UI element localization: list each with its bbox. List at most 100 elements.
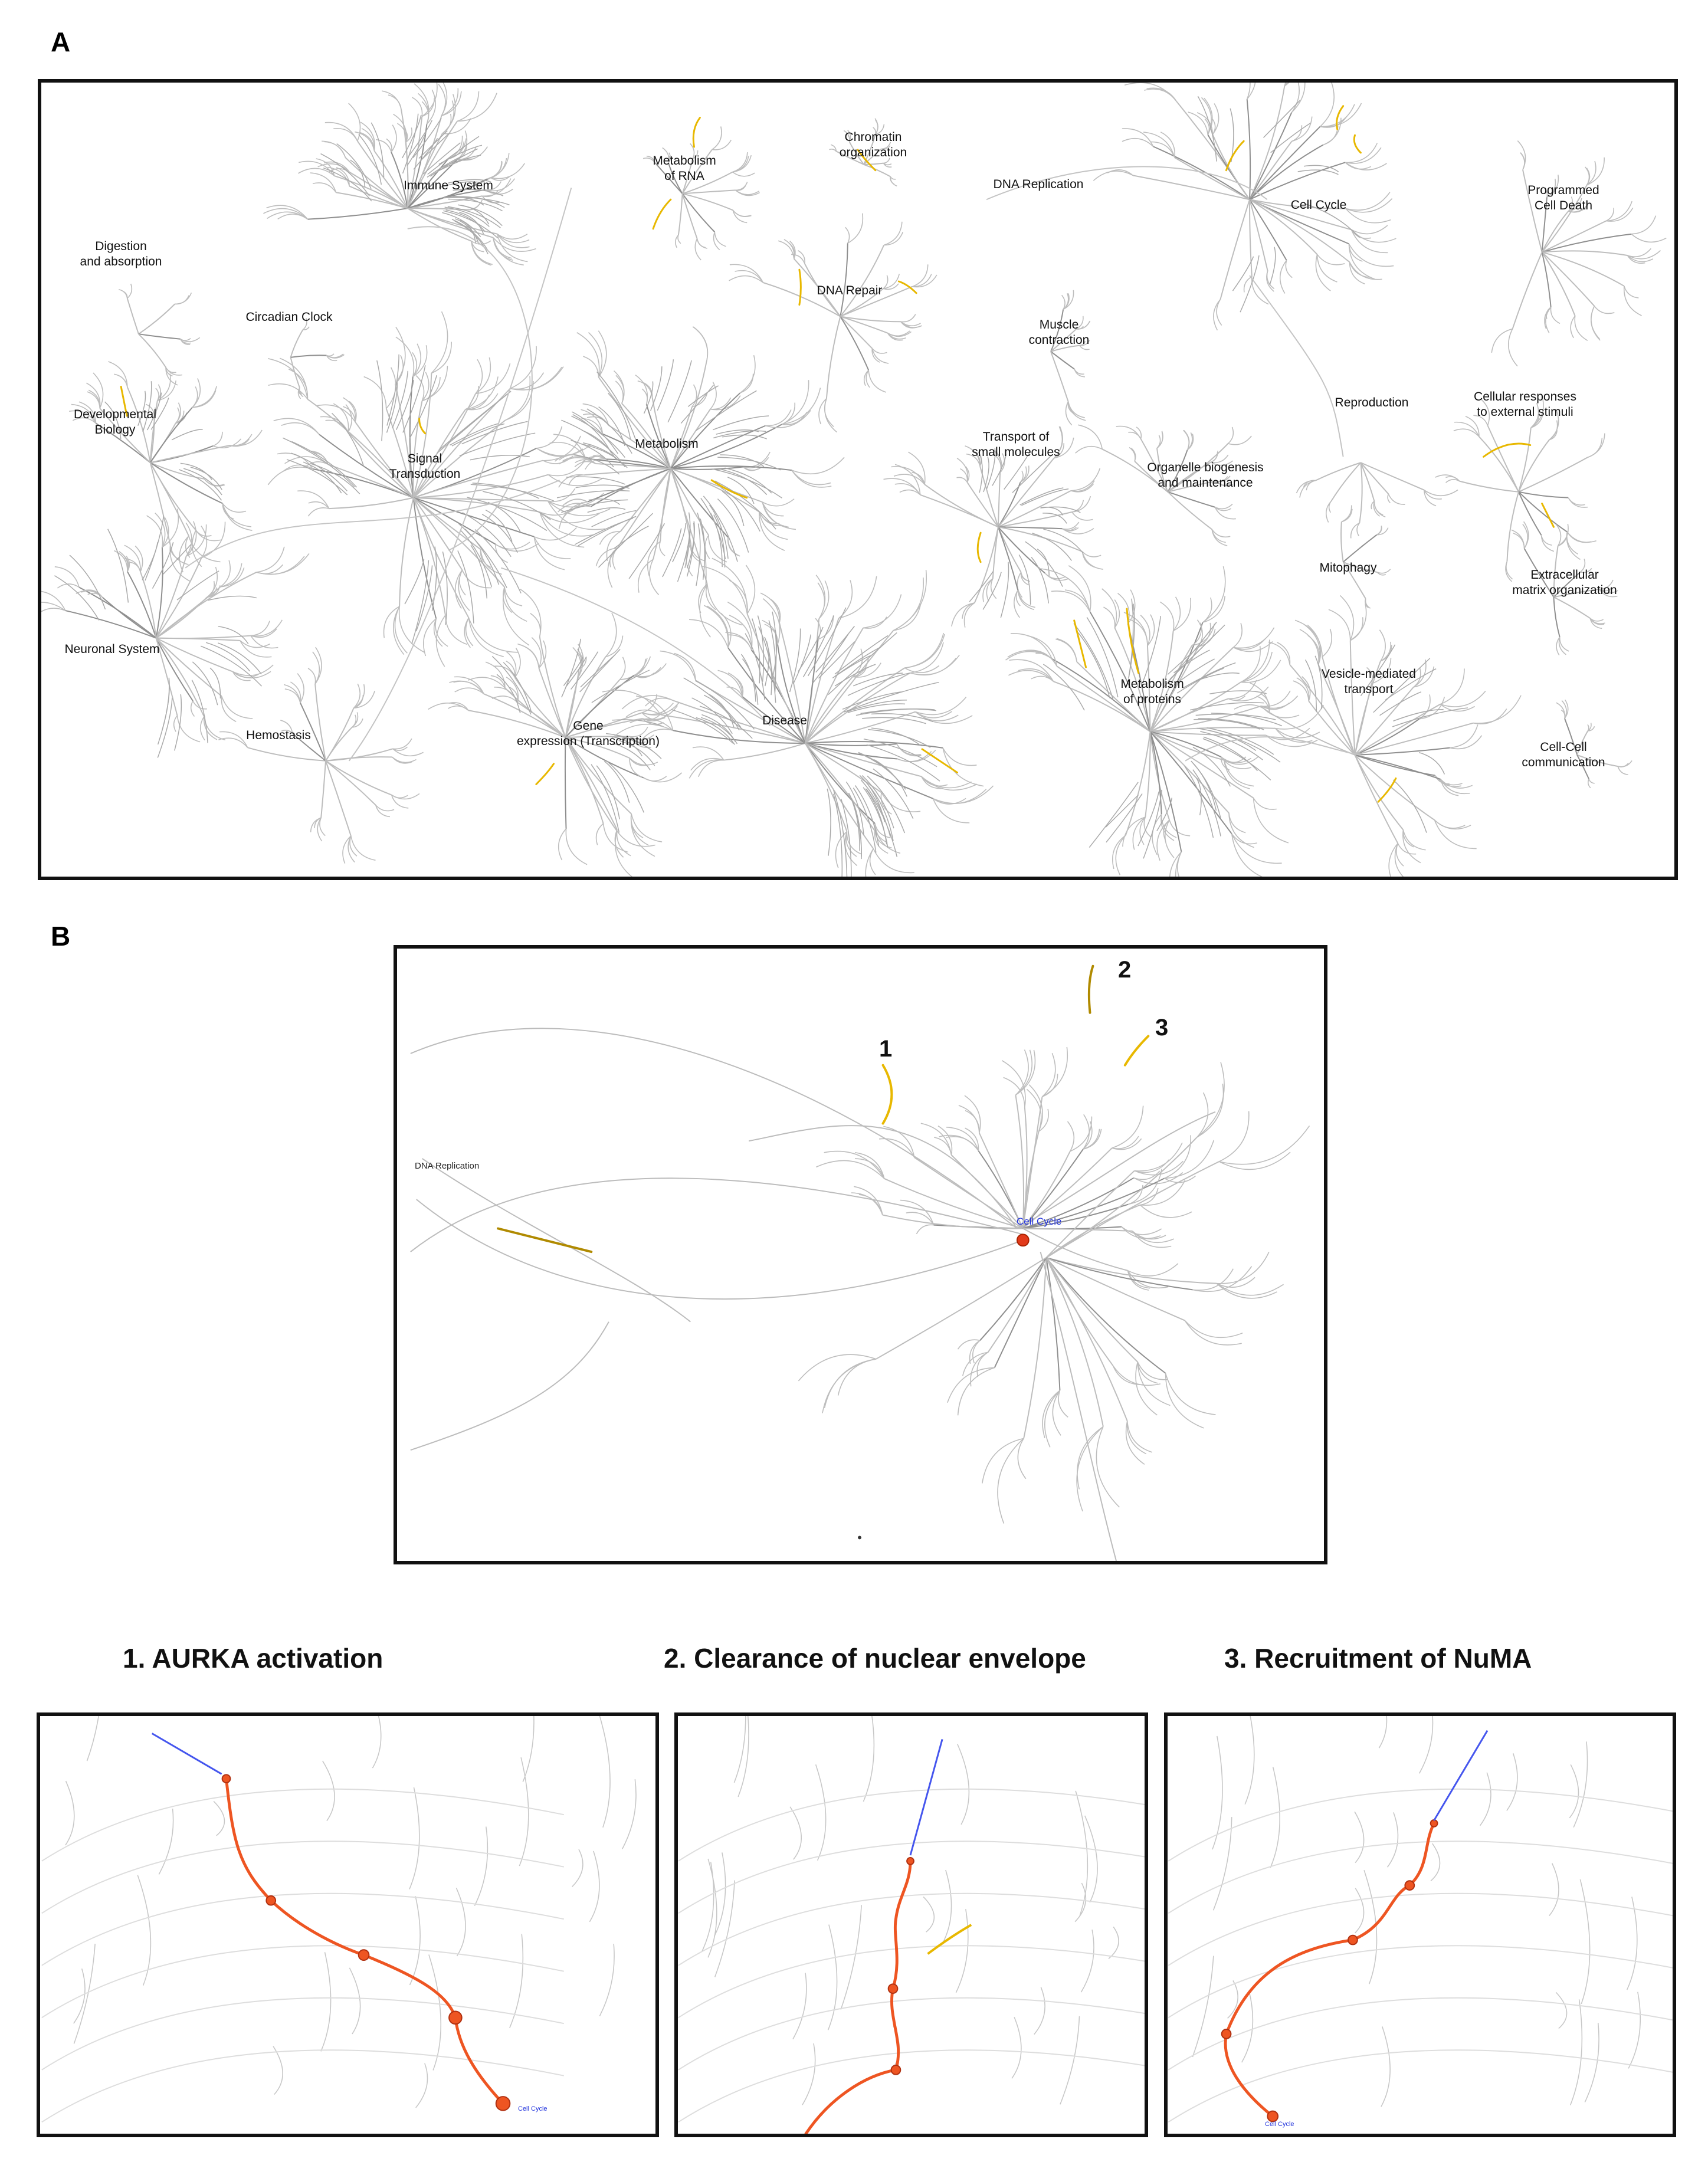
branch: [1156, 448, 1169, 493]
sub-branch: [1586, 160, 1596, 186]
dense-branch: [789, 628, 801, 693]
sub-branch: [175, 295, 190, 305]
branch: [1022, 1203, 1129, 1229]
sub-branch: [972, 1340, 981, 1364]
sub-branch: [392, 748, 424, 757]
sub-branch: [1450, 735, 1483, 750]
context-branch: [372, 1716, 382, 1769]
dense-branch: [618, 740, 655, 766]
dense-branch: [1106, 793, 1143, 843]
branch: [1553, 588, 1599, 598]
sub-branch: [1128, 431, 1142, 439]
sub-branch: [631, 813, 663, 842]
dense-branch: [573, 454, 620, 475]
sub-branch: [57, 583, 80, 589]
sub-branch: [729, 275, 763, 283]
sub-branch: [863, 616, 887, 629]
highlight-branch: [120, 385, 128, 417]
sub-branch: [1071, 500, 1084, 513]
sub-branch: [847, 134, 851, 142]
sub-branch: [1376, 572, 1386, 576]
dense-branch: [1393, 708, 1444, 722]
context-branch: [1506, 1753, 1518, 1811]
sub-branch: [281, 730, 293, 734]
sub-branch: [739, 355, 756, 393]
sub-branch: [1067, 401, 1075, 415]
sub-branch: [442, 94, 456, 134]
sub-branch: [1188, 111, 1208, 135]
sub-branch: [1402, 829, 1414, 848]
sub-branch: [635, 374, 648, 405]
sub-branch: [965, 445, 981, 466]
sub-branch: [890, 176, 896, 180]
sub-branch: [847, 213, 864, 244]
sub-branch: [1624, 286, 1642, 316]
sub-branch: [1112, 1138, 1142, 1150]
sub-branch: [602, 824, 628, 853]
sub-branch: [1233, 627, 1275, 649]
cell-cycle-link: [748, 1125, 1018, 1229]
sub-branch: [1606, 201, 1632, 222]
dense-branch: [812, 634, 849, 684]
dense-branch: [580, 654, 616, 688]
sub-branch: [1440, 779, 1459, 796]
branch: [329, 497, 414, 510]
dense-branch: [442, 551, 448, 625]
dense-branch: [853, 672, 903, 687]
branch: [349, 185, 408, 209]
sub-branch: [982, 1438, 1024, 1484]
sub-branch: [475, 359, 483, 394]
sub-branch: [188, 536, 221, 563]
dense-branch: [982, 572, 1002, 610]
highlight-branch: [976, 532, 982, 563]
sub-branch: [1124, 83, 1178, 103]
sub-branch: [539, 511, 594, 537]
dense-branch: [1297, 169, 1339, 175]
dense-branch: [157, 697, 173, 758]
sub-branch: [1017, 1438, 1027, 1479]
context-branch: [137, 1875, 152, 1986]
zoom-2-title: 2. Clearance of nuclear envelope: [664, 1643, 1086, 1674]
sub-branch: [290, 681, 301, 703]
sub-branch: [1348, 243, 1394, 267]
pathway-tree-2: [829, 118, 897, 187]
sub-branch: [1388, 843, 1398, 877]
dense-branch: [430, 148, 478, 177]
sub-branch: [539, 511, 585, 548]
stray-dot: [858, 1536, 861, 1540]
sub-branch: [1186, 432, 1193, 451]
pathway-tree-7: [729, 213, 937, 433]
branch: [1576, 754, 1590, 779]
sub-branch: [1070, 468, 1101, 491]
path-node: [495, 2096, 511, 2111]
sub-branch: [1296, 677, 1310, 701]
sub-branch: [1198, 629, 1216, 647]
sub-branch: [1599, 588, 1612, 592]
sub-branch: [697, 759, 724, 777]
sub-branch: [630, 813, 649, 846]
dense-branch: [695, 680, 755, 730]
sub-branch: [493, 237, 536, 252]
sub-branch: [457, 91, 480, 122]
branch: [863, 163, 891, 178]
branch: [583, 468, 671, 476]
sub-branch: [881, 792, 921, 812]
dense-branch: [472, 483, 540, 499]
sub-branch: [714, 232, 726, 247]
pathway-tree-15: [1435, 398, 1605, 582]
pathway-label: Reproduction: [1335, 396, 1409, 409]
dense-branch: [174, 694, 182, 751]
sub-branch: [442, 113, 452, 134]
sub-branch: [119, 551, 129, 572]
branch: [973, 527, 999, 603]
sub-branch: [1173, 598, 1192, 632]
context-branch: [1573, 1741, 1588, 1828]
dense-branch: [686, 522, 695, 577]
dense-branch: [1142, 616, 1162, 684]
sub-branch: [1542, 186, 1548, 198]
branch: [1149, 731, 1171, 821]
sub-branch: [692, 392, 708, 408]
cross-link: [185, 480, 560, 569]
sub-branch: [781, 402, 795, 425]
branch: [412, 393, 477, 498]
